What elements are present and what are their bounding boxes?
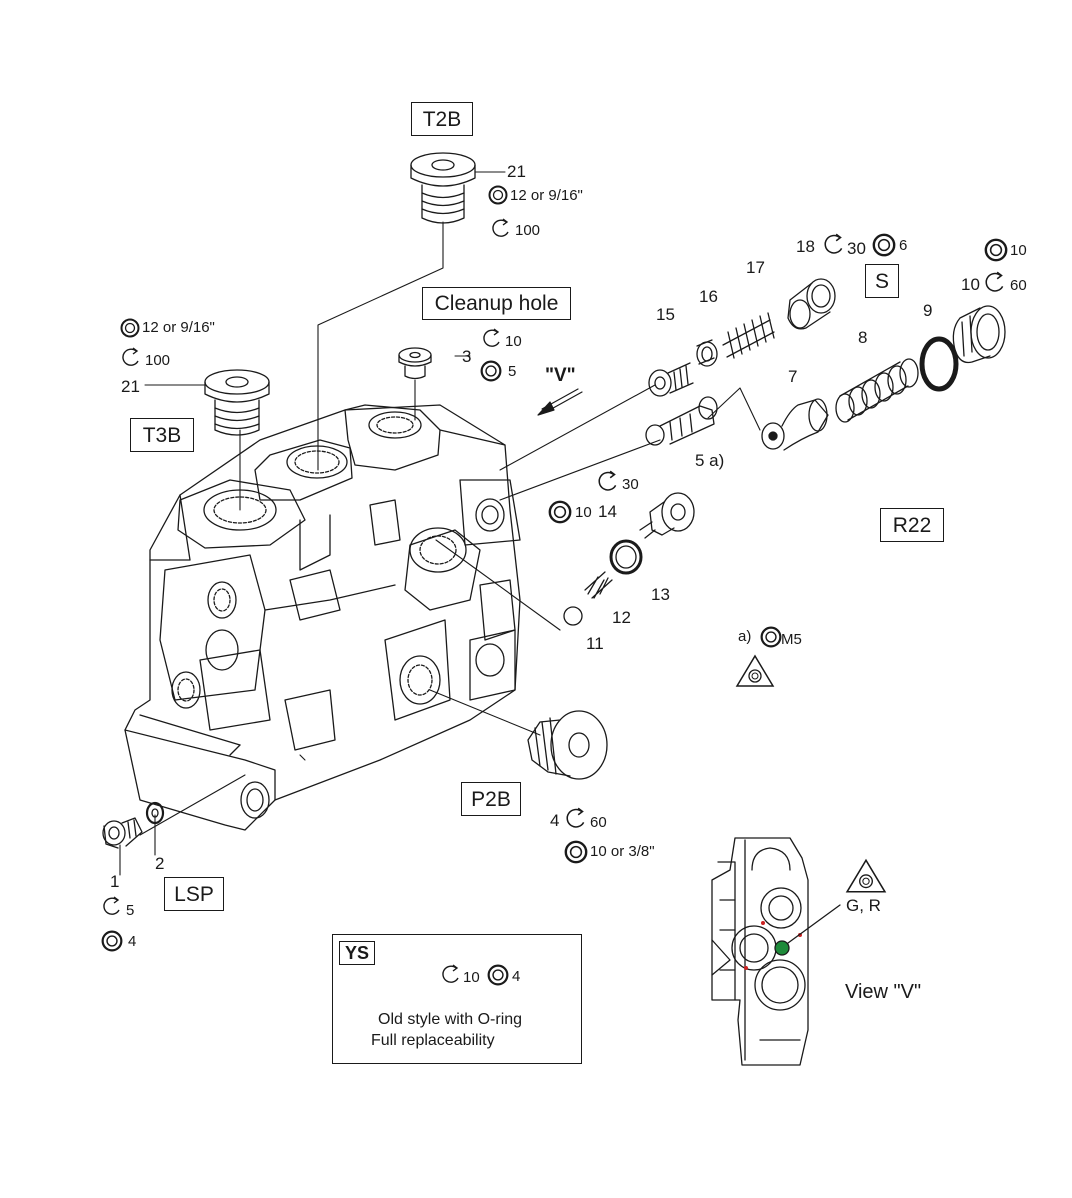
part-3: 3: [462, 347, 472, 366]
valve-body: [124, 404, 521, 831]
p14-seal-spec: 10: [575, 504, 592, 521]
p1-seal-spec: 4: [128, 933, 137, 950]
seal-ring-icon: [488, 185, 508, 205]
s-box: S: [865, 264, 899, 298]
view-arrow-label: "V": [545, 365, 576, 386]
cleanup-seal-spec: 5: [508, 363, 517, 380]
r22-box: R22: [880, 508, 944, 542]
torque-arrow-icon: [442, 964, 459, 983]
t3b-box: T3B: [130, 418, 194, 452]
part-5a: 5 a): [695, 451, 725, 470]
part-10-right: 10: [961, 275, 980, 294]
plug-t2b: [410, 152, 476, 224]
seal-ring-icon: [487, 964, 509, 986]
torque-arrow-icon: [492, 218, 509, 237]
cleanup-hole-box: Cleanup hole: [422, 287, 571, 320]
part-21-left: 21: [121, 377, 140, 396]
seal-ring-icon: [101, 930, 123, 952]
ys-torque-spec: 10: [463, 969, 480, 986]
warning-triangle-icon: [845, 858, 887, 893]
part-18: 18: [796, 237, 815, 256]
part-7: 7: [788, 367, 798, 386]
part-14: 14: [598, 502, 617, 521]
part-21-top: 21: [507, 162, 526, 181]
warning-triangle-icon: [735, 654, 775, 687]
relief-valve-parts: [648, 278, 836, 397]
part-15: 15: [656, 305, 675, 324]
view-v-caption: View "V": [845, 981, 922, 1003]
part-2: 2: [155, 854, 165, 873]
ys-note-line-1: Old style with O-ring: [378, 1011, 523, 1028]
part-11: 11: [586, 634, 604, 653]
seal-ring-icon: [548, 500, 572, 524]
lsp-parts: [102, 801, 165, 849]
p2b-torque-spec: 60: [590, 814, 607, 831]
plug-p2b: [527, 710, 608, 780]
view-v-marker-label: G, R: [846, 896, 881, 915]
t2b-torque-spec: 100: [515, 222, 541, 239]
lsp-box: LSP: [164, 877, 224, 911]
part-9: 9: [923, 301, 933, 320]
plug-t3b: [204, 369, 270, 436]
torque-arrow-icon: [103, 896, 120, 915]
p14-torque-spec: 30: [622, 476, 639, 493]
cleanup-torque-spec: 10: [505, 333, 522, 350]
ys-seal-spec: 4: [512, 968, 521, 985]
leader-lines: [119, 171, 761, 876]
part-13: 13: [651, 585, 670, 604]
p2b-seal-spec: 10 or 3/8": [590, 843, 655, 860]
view-v-inset: [711, 837, 841, 1066]
torque-arrow-icon: [824, 233, 843, 254]
torque-arrow-icon: [598, 470, 617, 491]
ys-note-line-2: Full replaceability: [371, 1032, 495, 1049]
part-12: 12: [612, 608, 631, 627]
torque-arrow-icon: [483, 328, 500, 347]
part-17: 17: [746, 258, 765, 277]
part-1: 1: [110, 872, 120, 891]
valve-parts-lower: [645, 305, 1006, 451]
t3b-torque-spec: 100: [145, 352, 171, 369]
ys-note-panel: YS Old style with O-ring Full replaceabi…: [332, 934, 582, 1064]
p1-torque-spec: 5: [126, 902, 135, 919]
seal-ring-icon: [480, 360, 502, 382]
check-valve-parts: [563, 492, 695, 626]
a-note-prefix: a): [738, 628, 752, 645]
part-4: 4: [550, 811, 560, 830]
torque-arrow-icon: [122, 347, 139, 366]
seal-ring-icon: [564, 840, 588, 864]
part-16: 16: [699, 287, 718, 306]
cleanup-plug: [398, 347, 432, 380]
view-v-arrow: [537, 388, 583, 416]
a-seal-spec: M5: [781, 631, 802, 648]
seal-ring-icon: [984, 238, 1008, 262]
seal-ring-icon: [872, 233, 896, 257]
s-torque-spec: 30: [847, 239, 866, 258]
r22-torque-spec: 60: [1010, 277, 1027, 294]
t3b-seal-spec: 12 or 9/16": [142, 319, 215, 336]
p2b-box: P2B: [461, 782, 521, 816]
t2b-seal-spec: 12 or 9/16": [510, 187, 583, 204]
seal-ring-icon: [760, 626, 782, 648]
s-seal-spec: 6: [899, 237, 908, 254]
t2b-box: T2B: [411, 102, 473, 136]
torque-arrow-icon: [985, 271, 1004, 292]
r22-seal-spec: 10: [1010, 242, 1027, 259]
ys-tag: YS: [339, 941, 376, 965]
torque-arrow-icon: [566, 807, 585, 828]
part-8: 8: [858, 328, 868, 347]
seal-ring-icon: [120, 318, 140, 338]
